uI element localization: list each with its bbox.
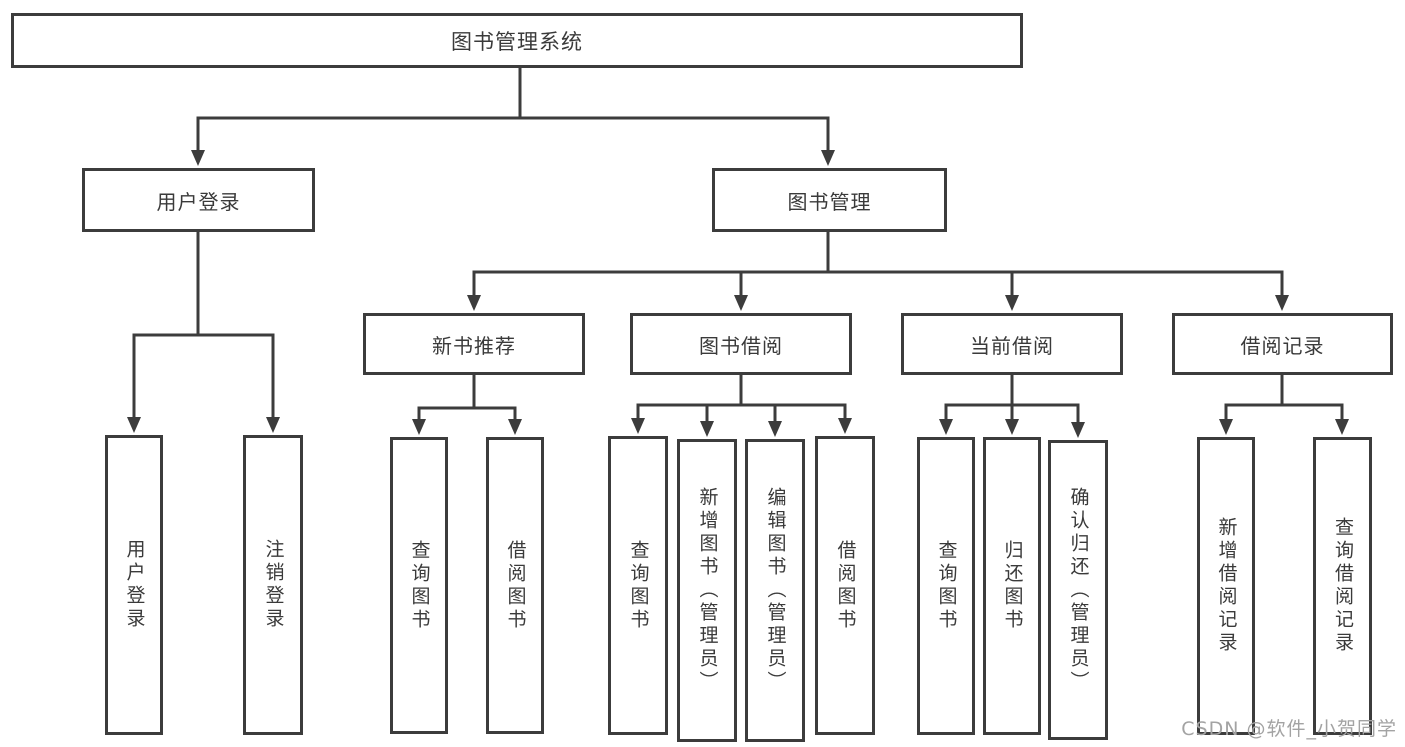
leaf-label: 新增图书（管理员） [696,487,719,694]
leaf-query-book: 查询图书 [390,437,448,734]
leaf-add-borrow-record: 新增借阅记录 [1197,437,1255,735]
leaf-return-book: 归还图书 [983,437,1041,735]
leaf-label: 新增借阅记录 [1215,517,1238,655]
node-new-book-recommend: 新书推荐 [363,313,585,375]
leaf-label: 查询图书 [935,540,958,632]
leaf-add-book-admin: 新增图书（管理员） [677,439,737,742]
leaf-label: 借阅图书 [834,539,857,632]
leaf-query-borrow-record: 查询借阅记录 [1313,437,1372,735]
leaf-label: 借阅图书 [504,539,527,632]
leaf-label: 查询借阅记录 [1332,517,1354,655]
leaf-label: 归还图书 [1001,540,1024,632]
leaf-label: 确认归还（管理员） [1067,486,1090,694]
csdn-watermark: CSDN @软件_小贺同学 [1181,718,1397,740]
leaf-edit-book-admin: 编辑图书（管理员） [745,439,805,742]
leaf-query-book: 查询图书 [917,437,975,735]
leaf-query-book: 查询图书 [608,436,668,735]
node-current-borrow: 当前借阅 [901,313,1123,375]
leaf-borrow-book: 借阅图书 [815,436,875,735]
leaf-user-login: 用户登录 [105,435,163,735]
node-user-login: 用户登录 [82,168,315,232]
node-root-system: 图书管理系统 [11,13,1023,68]
leaf-confirm-return-admin: 确认归还（管理员） [1048,440,1108,740]
node-borrow-records: 借阅记录 [1172,313,1393,375]
node-book-borrow: 图书借阅 [630,313,852,375]
leaf-borrow-book: 借阅图书 [486,437,544,734]
leaf-label: 用户登录 [123,539,146,631]
leaf-label: 编辑图书（管理员） [764,487,787,694]
node-book-management: 图书管理 [712,168,947,232]
leaf-logout: 注销登录 [243,435,303,735]
leaf-label: 查询图书 [408,539,431,632]
leaf-label: 查询图书 [627,539,650,632]
leaf-label: 注销登录 [262,539,285,631]
